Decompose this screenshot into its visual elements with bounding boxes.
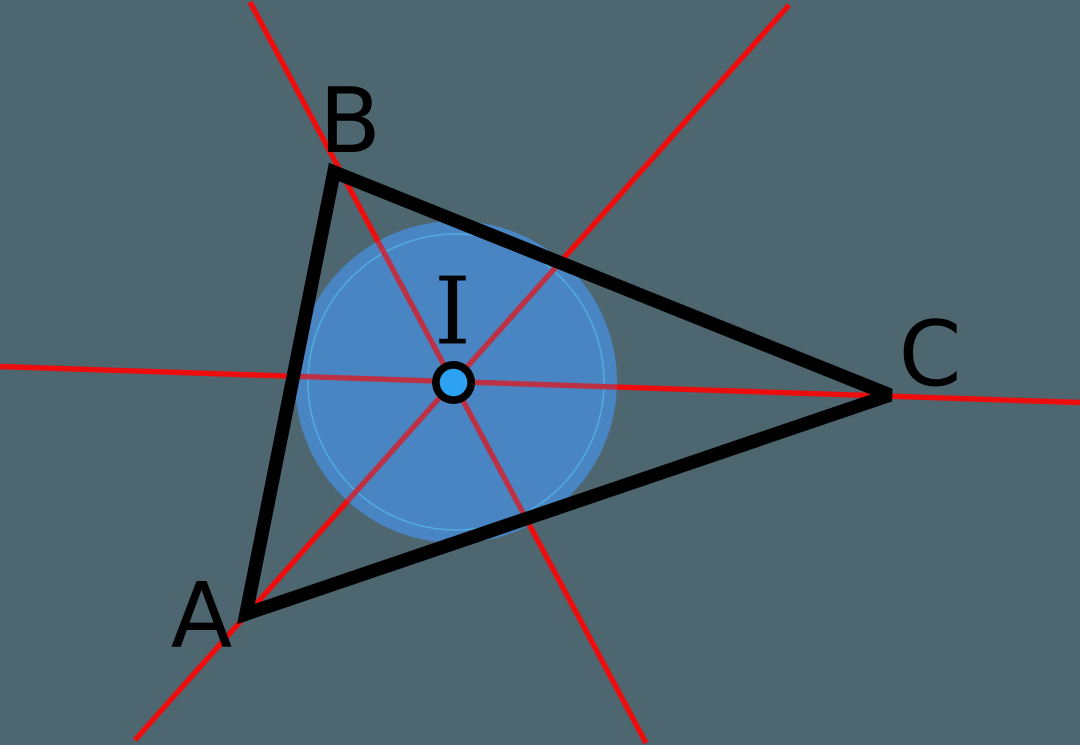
triangle-outline	[237, 162, 893, 625]
angle-bisector-from-C	[0, 363, 1080, 406]
vertex-label-b: B	[319, 69, 381, 174]
vertex-label-c: C	[898, 302, 962, 407]
vertex-label-a: A	[170, 564, 233, 669]
incenter-label-i: I	[434, 257, 471, 366]
incircle-inner-ring	[307, 233, 605, 531]
incenter-dot	[439, 368, 468, 397]
